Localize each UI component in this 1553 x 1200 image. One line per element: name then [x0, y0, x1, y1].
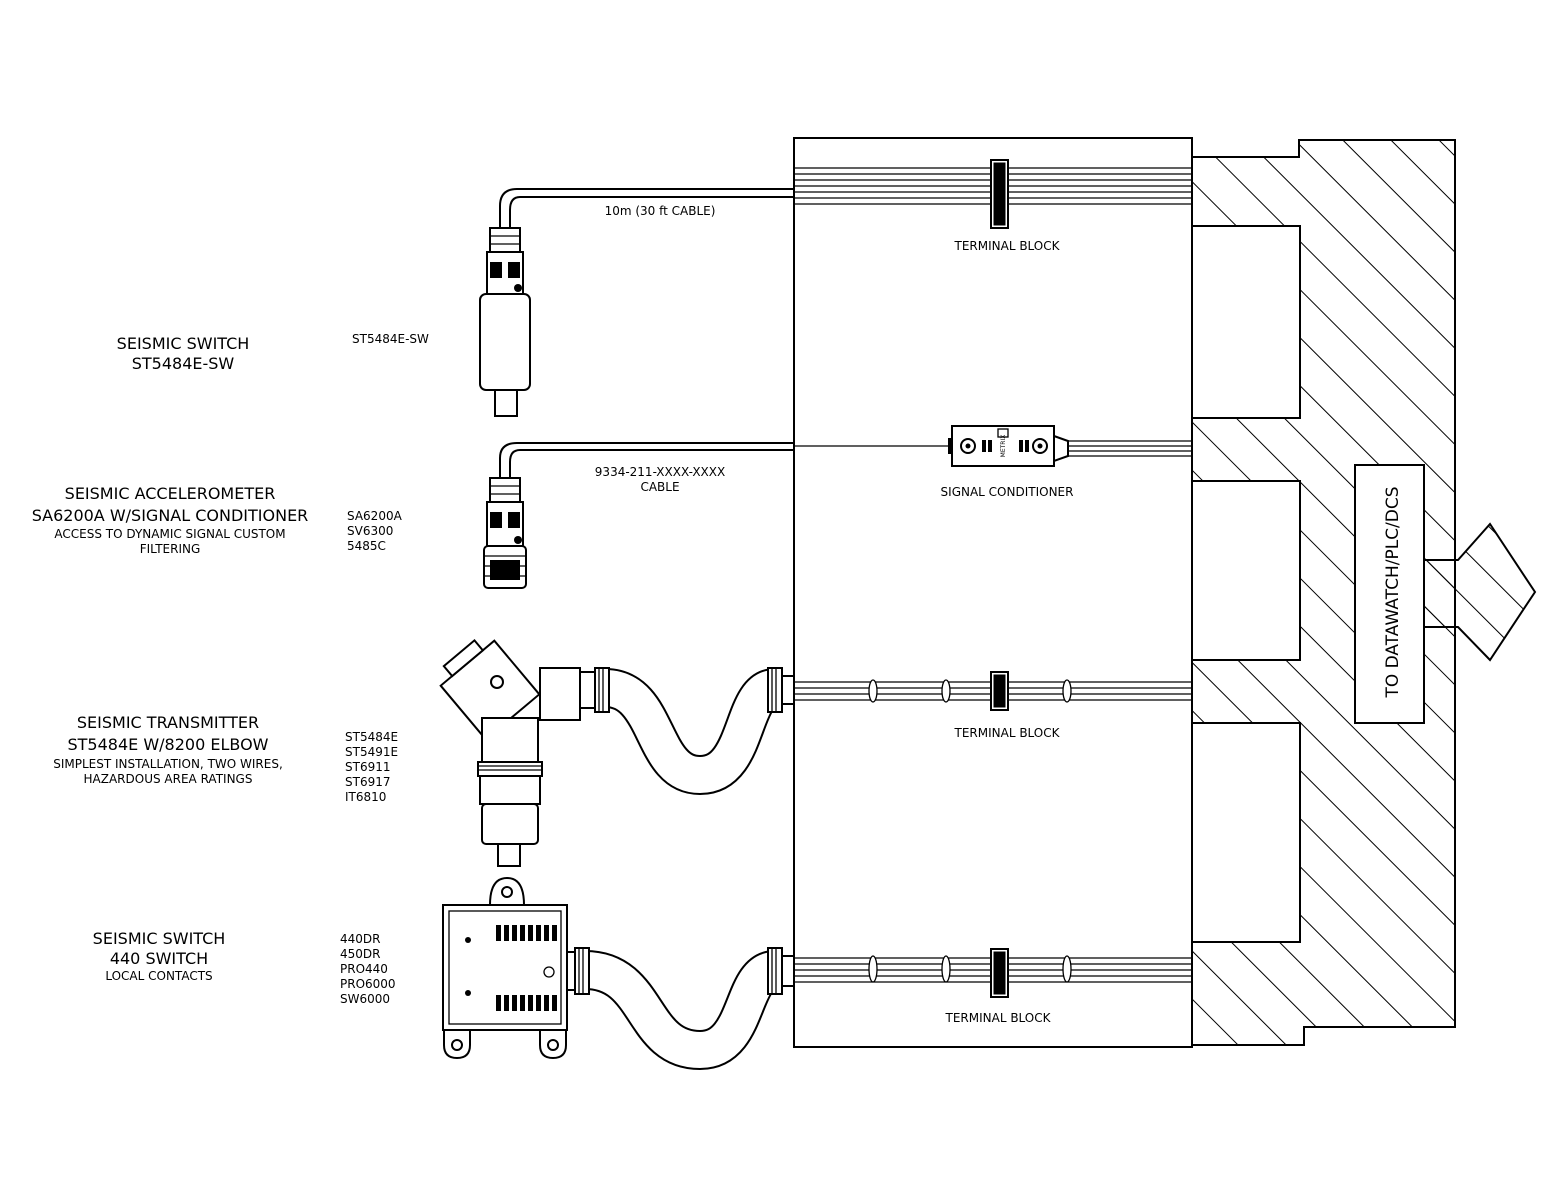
- device-title-line: SEISMIC SWITCH: [93, 929, 226, 948]
- part-number: ST6911: [345, 760, 391, 774]
- terminal-block-icon: [990, 948, 1009, 998]
- part-number: ST5484E-SW: [352, 332, 429, 346]
- output-label: TO DATAWATCH/PLC/DCS: [1383, 486, 1403, 698]
- part-number: 450DR: [340, 947, 380, 961]
- device-note-line: FILTERING: [140, 542, 201, 556]
- device-title-line: SEISMIC SWITCH: [117, 334, 250, 353]
- terminal-block-icon: [990, 159, 1009, 229]
- cable-ties: [868, 955, 1072, 983]
- part-number: SW6000: [340, 992, 390, 1006]
- cable-label-row2: CABLE: [640, 480, 679, 494]
- terminal-block-icon: [990, 671, 1009, 711]
- device-title-line: SEISMIC ACCELEROMETER: [65, 484, 276, 503]
- part-number: ST5491E: [345, 745, 398, 759]
- conditioner-output-wires: [1068, 440, 1192, 457]
- accelerometer-icon: [483, 442, 794, 589]
- device-note-line: SIMPLEST INSTALLATION, TWO WIRES,: [53, 757, 283, 771]
- output-arrow: [1423, 522, 1537, 662]
- device-note-line: LOCAL CONTACTS: [105, 969, 212, 983]
- device-title-line: ST5484E-SW: [132, 354, 235, 373]
- terminal-block-label: TERMINAL BLOCK: [944, 1011, 1051, 1025]
- seismic-switch-sensor-icon: [479, 188, 794, 417]
- junction-panel: TERMINAL BLOCK METRIX SIGNAL CONDITIONER: [793, 137, 1193, 1048]
- terminal-block-label: TERMINAL BLOCK: [953, 726, 1060, 740]
- cable-ties: [868, 679, 1072, 703]
- conditioner-brand: METRIX: [1000, 435, 1007, 458]
- device-label-seismic-accelerometer: SEISMIC ACCELEROMETER SA6200A W/SIGNAL C…: [32, 484, 403, 556]
- output-bus: TO DATAWATCH/PLC/DCS: [1191, 139, 1537, 1046]
- hatched-bus-shape: [1191, 139, 1456, 1046]
- part-number: ST5484E: [345, 730, 398, 744]
- device-title-line: SEISMIC TRANSMITTER: [77, 713, 259, 732]
- terminal-block-label: TERMINAL BLOCK: [953, 239, 1060, 253]
- cable-label-row1: 10m (30 ft CABLE): [605, 204, 716, 218]
- device-label-seismic-transmitter: SEISMIC TRANSMITTER ST5484E W/8200 ELBOW…: [53, 713, 398, 804]
- part-number: SV6300: [347, 524, 393, 538]
- signal-conditioner-label: SIGNAL CONDITIONER: [941, 485, 1074, 499]
- signal-conditioner-icon: METRIX: [948, 425, 1069, 467]
- part-number: SA6200A: [347, 509, 403, 523]
- device-title-line: ST5484E W/8200 ELBOW: [68, 735, 269, 754]
- device-note-line: ACCESS TO DYNAMIC SIGNAL CUSTOM: [54, 527, 285, 541]
- device-title-line: 440 SWITCH: [110, 949, 208, 968]
- part-number: 5485C: [347, 539, 386, 553]
- device-title-line: SA6200A W/SIGNAL CONDITIONER: [32, 506, 309, 525]
- part-number: PRO6000: [340, 977, 396, 991]
- part-number: PRO440: [340, 962, 388, 976]
- device-label-seismic-switch-440: SEISMIC SWITCH 440 SWITCH LOCAL CONTACTS…: [93, 929, 396, 1006]
- part-number: ST6917: [345, 775, 391, 789]
- cable-label-row2: 9334-211-XXXX-XXXX: [595, 465, 725, 479]
- device-note-line: HAZARDOUS AREA RATINGS: [84, 772, 253, 786]
- panel-frame: [793, 137, 1193, 1048]
- output-label-box: [1354, 464, 1425, 724]
- device-label-seismic-switch-st5484e-sw: SEISMIC SWITCH ST5484E-SW ST5484E-SW: [117, 332, 429, 373]
- part-number: 440DR: [340, 932, 380, 946]
- seismic-transmitter-icon: [439, 638, 795, 867]
- switch-440-icon: [442, 876, 795, 1071]
- part-number: IT6810: [345, 790, 386, 804]
